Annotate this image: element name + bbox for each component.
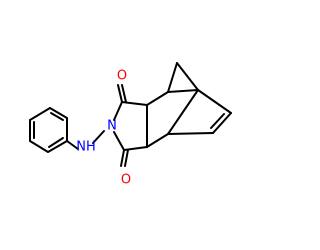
structure-diagram: O O N NH [29,62,232,188]
imide-ring [113,101,148,151]
norbornene-framework [146,62,232,148]
amine-nitrogen-label: NH [76,140,96,155]
phenyl-nh-bond [66,140,79,150]
carbonyl-bonds [117,84,129,167]
oxygen-bottom-label: O [121,173,131,188]
oxygen-top-label: O [117,69,127,84]
imide-nitrogen-label: N [107,119,117,134]
n-n-bond [92,130,105,144]
phenyl-ring [29,107,68,153]
molecule-drawing: O O N NH [29,62,232,188]
